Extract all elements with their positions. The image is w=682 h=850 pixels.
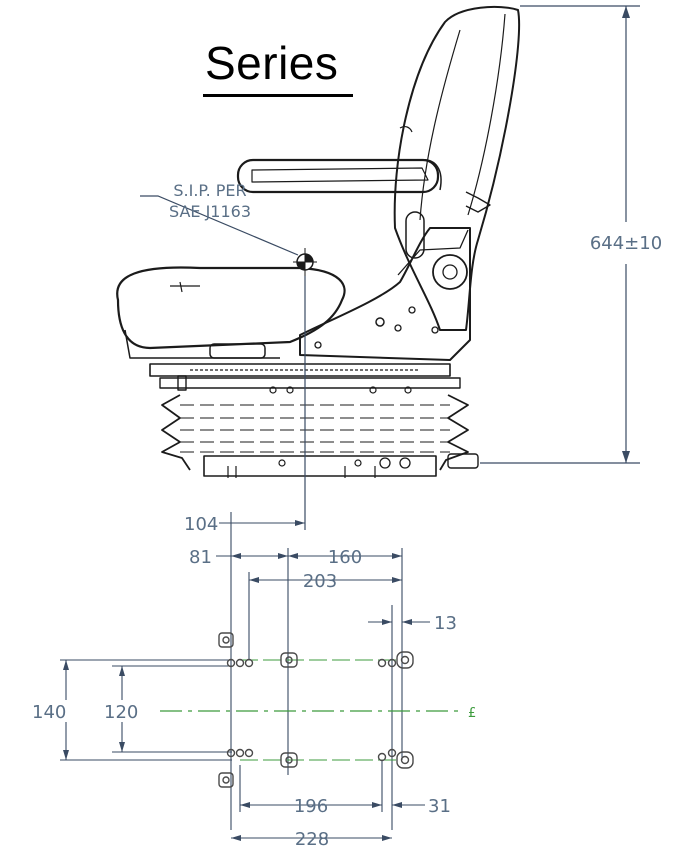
dim-228: 228 [295, 829, 329, 850]
bracket-bolt-1 [375, 317, 385, 327]
base-hole-3 [379, 457, 391, 469]
bracket-bolt-3 [431, 326, 439, 334]
side-bracket [299, 227, 471, 361]
recline-slot [405, 211, 425, 259]
dim-203: 203 [303, 571, 337, 592]
footprint-dimension-lines [60, 512, 430, 839]
dimension-arrowheads [63, 520, 412, 841]
rail-lever [177, 375, 187, 391]
bracket-bolt-4 [408, 306, 416, 314]
dim-120: 120 [104, 702, 138, 723]
armrest-inner [251, 167, 429, 183]
dim-13: 13 [434, 613, 457, 634]
dim-31: 31 [428, 796, 451, 817]
height-adjuster [447, 453, 479, 469]
dim-160: 160 [328, 547, 362, 568]
dim-196: 196 [294, 796, 328, 817]
base-ticks [227, 466, 376, 478]
seat-cushion-seam [170, 281, 200, 293]
seat-side-view [116, 5, 521, 478]
base-hole-1 [278, 459, 286, 467]
bracket-bolt-2 [394, 324, 402, 332]
lumbar-knob [465, 191, 491, 213]
seat-handle [209, 343, 266, 359]
backrest-outline [393, 5, 521, 331]
dim-140: 140 [32, 702, 66, 723]
slide-rail [149, 363, 451, 377]
mounting-holes [218, 632, 414, 788]
seat-cushion [116, 266, 346, 350]
rail-bolt-2 [286, 386, 294, 394]
sip-label-line2: SAE J1163 [169, 202, 251, 221]
dim-104: 104 [184, 514, 218, 535]
page-title: Series [205, 37, 339, 89]
bellows-pleats [180, 404, 450, 453]
height-dimension [480, 5, 640, 464]
rail-bolt-3 [369, 386, 377, 394]
title-underline [203, 94, 353, 97]
centerline-symbol: £ [468, 706, 476, 721]
rail-bolt-1 [269, 386, 277, 394]
rail-bolt-4 [404, 386, 412, 394]
recline-knob [432, 254, 468, 290]
sip-leader-line [140, 195, 299, 256]
sip-label-line1: S.I.P. PER [173, 181, 246, 200]
armrest [236, 158, 440, 194]
suspension-bellows [161, 394, 469, 471]
bracket-bolt-5 [314, 341, 322, 349]
base-hole-4 [399, 457, 411, 469]
base-hole-2 [354, 459, 362, 467]
backrest-side-panel [467, 13, 506, 216]
armrest-front [419, 159, 442, 191]
recline-knob-hub [442, 264, 458, 280]
height-dimension-label: 644±10 [590, 233, 662, 254]
dimension-labels: 104 81 160 203 13 140 120 £ 196 31 228 [32, 514, 476, 850]
rail-bar [159, 377, 461, 389]
sip-marker [293, 248, 317, 276]
backrest-stitch [399, 126, 413, 133]
suspension-base [203, 455, 437, 477]
backrest-inner-line [419, 29, 461, 221]
bracket-upper [397, 229, 469, 276]
dim-81: 81 [189, 547, 212, 568]
